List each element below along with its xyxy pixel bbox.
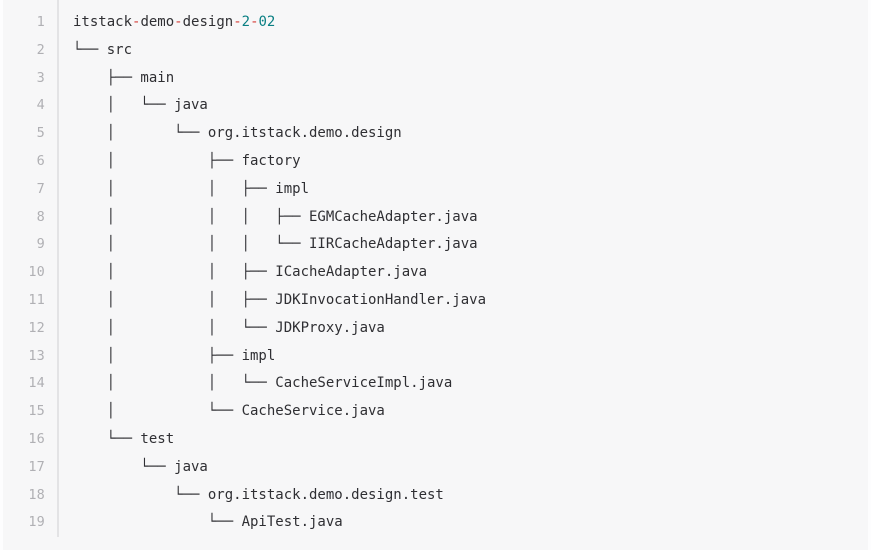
- line-number: 8: [36, 208, 45, 225]
- line-number: 3: [36, 69, 45, 86]
- token-text: design: [182, 14, 234, 30]
- line-number: 7: [36, 180, 45, 197]
- token-number: 02: [258, 14, 276, 30]
- tree-line: │ │ │ └── IIRCacheAdapter.java: [73, 236, 478, 253]
- line-number: 2: [36, 41, 45, 58]
- tree-line: │ └── org.itstack.demo.design: [73, 125, 402, 142]
- tree-line: └── java: [73, 458, 208, 475]
- tree-root-line: itstack-demo-design-2-02: [73, 9, 868, 37]
- line-number: 9: [36, 236, 45, 253]
- tree-line: │ │ ├── JDKInvocationHandler.java: [73, 291, 487, 308]
- tree-line: │ ├── impl: [73, 347, 276, 364]
- token-punctuation: -: [174, 14, 183, 30]
- line-number: 5: [36, 125, 45, 142]
- tree-line: │ │ ├── impl: [73, 180, 310, 197]
- token-text: demo: [140, 14, 175, 30]
- code-text[interactable]: itstack-demo-design-2-02└── src ├── main…: [73, 9, 868, 537]
- tree-line: │ │ ├── ICacheAdapter.java: [73, 264, 428, 281]
- line-number: 15: [28, 403, 45, 420]
- line-number: 10: [28, 264, 45, 281]
- token-punctuation: -: [132, 14, 141, 30]
- tree-line: │ │ │ ├── EGMCacheAdapter.java: [73, 208, 478, 225]
- line-number: 14: [28, 375, 45, 392]
- line-number: 4: [36, 97, 45, 114]
- tree-line: └── ApiTest.java: [73, 514, 343, 531]
- line-number: 11: [28, 291, 45, 308]
- line-number: 17: [28, 458, 45, 475]
- code-content-cell[interactable]: itstack-demo-design-2-02└── src ├── main…: [58, 0, 868, 538]
- line-number: 13: [28, 347, 45, 364]
- tree-line: ├── main: [73, 69, 175, 86]
- line-number: 18: [28, 486, 45, 503]
- token-punctuation: -: [233, 14, 242, 30]
- token-text: itstack: [73, 14, 133, 30]
- tree-line: │ └── CacheService.java: [73, 403, 385, 420]
- tree-line: │ └── java: [73, 97, 208, 114]
- line-number: 19: [28, 514, 45, 531]
- tree-line: │ │ └── CacheServiceImpl.java: [73, 375, 453, 392]
- line-number: 1: [36, 14, 45, 30]
- token-punctuation: -: [250, 14, 259, 30]
- token-number: 2: [241, 14, 251, 30]
- line-number: 12: [28, 319, 45, 336]
- tree-line: │ │ └── JDKProxy.java: [73, 319, 385, 336]
- line-number: 16: [28, 430, 45, 447]
- tree-line: │ ├── factory: [73, 152, 301, 169]
- line-number: 6: [36, 152, 45, 169]
- tree-line: └── test: [73, 430, 175, 447]
- tree-line: └── org.itstack.demo.design.test: [73, 486, 444, 503]
- tree-line: └── src: [73, 41, 133, 58]
